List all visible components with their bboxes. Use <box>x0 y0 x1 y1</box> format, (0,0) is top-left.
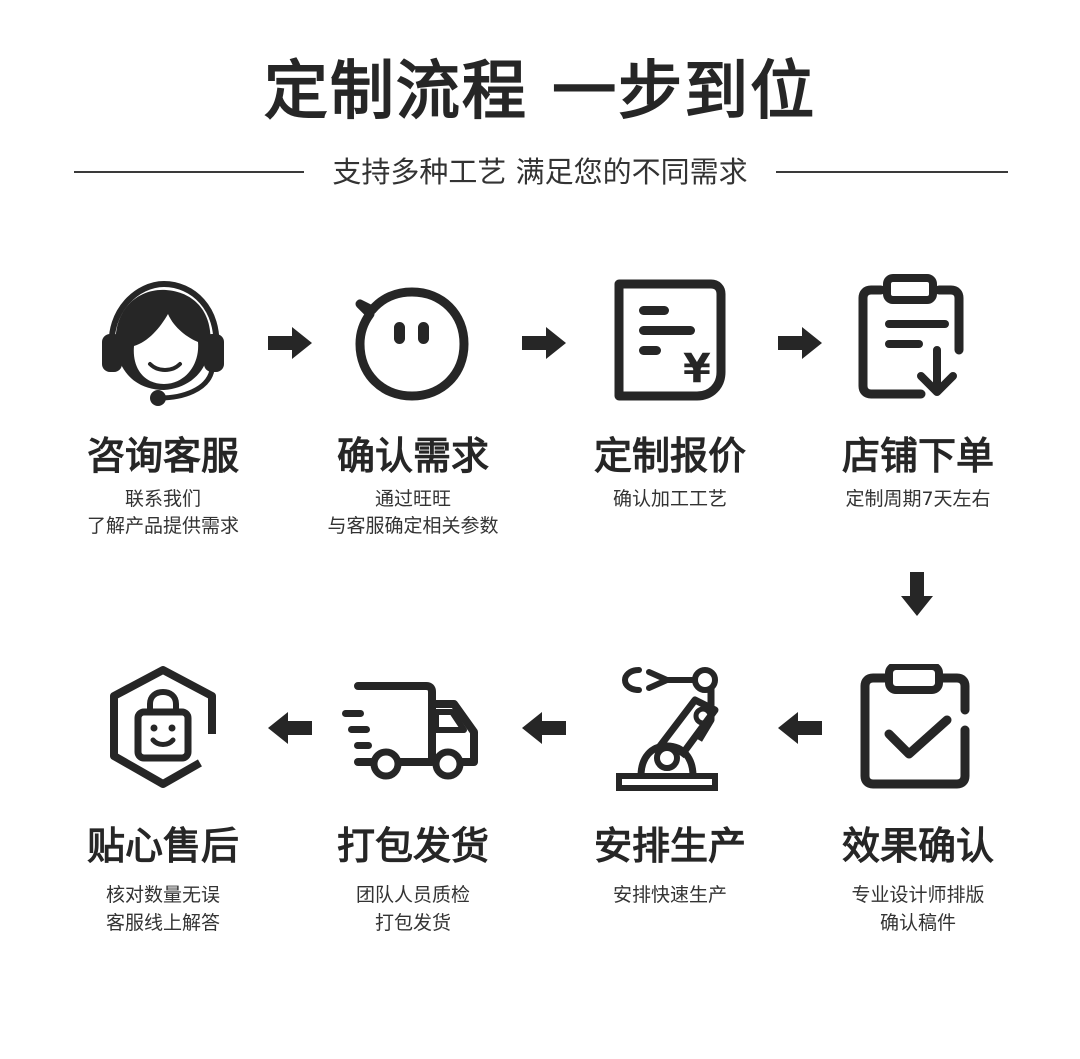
svg-text:¥: ¥ <box>683 346 711 392</box>
robot-arm-icon <box>616 667 719 791</box>
step-desc-line1: 定制周期7天左右 <box>845 488 991 510</box>
step-desc-line1: 安排快速生产 <box>612 884 727 906</box>
page-subtitle: 支持多种工艺 满足您的不同需求 <box>332 155 748 189</box>
step-desc-line1: 团队人员质检 <box>355 884 470 906</box>
arrow-right-icon <box>268 327 312 359</box>
delivery-truck-icon <box>342 682 478 780</box>
clipboard-check-icon <box>860 664 970 789</box>
customer-service-headset-icon <box>102 280 224 406</box>
divider-right <box>776 171 1008 173</box>
step-title: 店铺下单 <box>841 433 994 478</box>
step-place-order: 店铺下单 定制周期7天左右 <box>793 270 1043 570</box>
step-title: 定制报价 <box>593 433 746 478</box>
step-desc-line1: 专业设计师排版 <box>851 884 985 906</box>
arrow-right-icon <box>778 327 822 359</box>
divider-left <box>74 171 304 173</box>
arrow-left-icon <box>778 712 822 744</box>
step-after-sales: 贴心售后 核对数量无误 客服线上解答 <box>38 660 288 960</box>
step-desc-line2: 与客服确定相关参数 <box>327 515 499 537</box>
step-title: 确认需求 <box>336 433 489 478</box>
arrow-right-icon <box>522 327 566 359</box>
step-desc-line2: 打包发货 <box>374 912 451 934</box>
step-desc-line1: 确认加工工艺 <box>612 488 727 510</box>
step-title: 效果确认 <box>841 823 994 868</box>
step-desc-line2: 了解产品提供需求 <box>86 515 239 537</box>
arrow-left-icon <box>522 712 566 744</box>
subtitle-row: 支持多种工艺 满足您的不同需求 <box>0 150 1080 194</box>
arrow-left-icon <box>268 712 312 744</box>
step-effect-confirm: 效果确认 专业设计师排版 确认稿件 <box>793 660 1043 960</box>
step-ship: 打包发货 团队人员质检 打包发货 <box>288 660 538 960</box>
step-production: 安排生产 安排快速生产 <box>545 660 795 960</box>
step-title: 打包发货 <box>336 823 489 868</box>
step-title: 贴心售后 <box>86 823 239 868</box>
step-consult: 咨询客服 联系我们 了解产品提供需求 <box>38 270 288 570</box>
step-desc-line1: 通过旺旺 <box>374 488 451 510</box>
step-desc-line2: 客服线上解答 <box>105 912 220 934</box>
step-title: 咨询客服 <box>86 433 239 478</box>
arrow-down-icon <box>901 572 933 616</box>
step-desc-line2: 确认稿件 <box>879 912 956 934</box>
step-desc-line1: 核对数量无误 <box>105 884 220 906</box>
step-desc-line1: 联系我们 <box>124 488 201 510</box>
page-title: 定制流程 一步到位 <box>263 54 817 129</box>
step-quote: ¥ 定制报价 确认加工工艺 <box>545 270 795 570</box>
shopping-bag-hexagon-icon <box>110 666 217 788</box>
clipboard-download-icon <box>858 274 964 399</box>
step-confirm-needs: 确认需求 通过旺旺 与客服确定相关参数 <box>288 270 538 570</box>
quote-document-yen-icon: ¥ <box>614 279 726 401</box>
chat-face-icon <box>355 287 469 401</box>
step-title: 安排生产 <box>593 823 746 868</box>
